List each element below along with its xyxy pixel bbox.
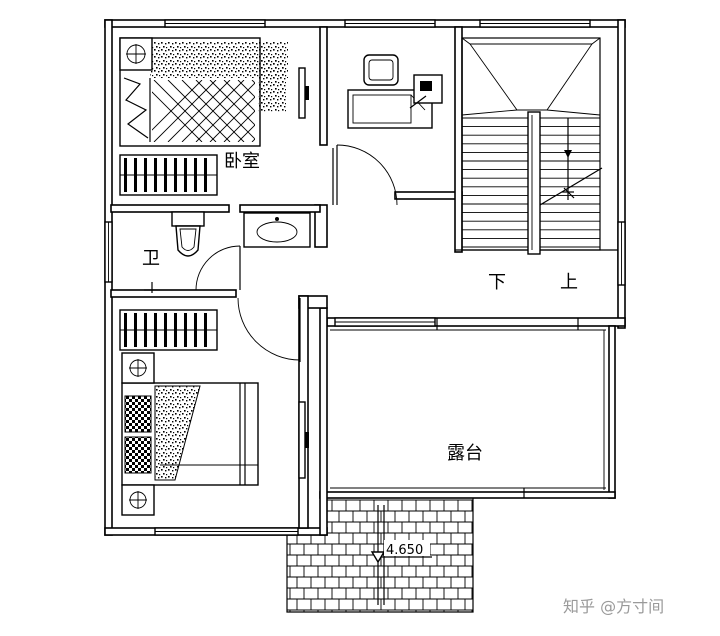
- wardrobe-hanger: [154, 158, 157, 192]
- window-bathroom-left: [104, 221, 113, 283]
- elevation-label-bg: [384, 540, 430, 556]
- wardrobe-hanger: [144, 313, 147, 347]
- wardrobe-hanger: [124, 313, 127, 347]
- room-label-terrace: 露台: [447, 443, 483, 464]
- bed-pillow: [124, 395, 152, 433]
- bedroom2-door: [237, 297, 301, 362]
- stair-treads: [462, 117, 600, 248]
- hall-wall: [314, 204, 328, 248]
- stair-landing-edge: [461, 37, 471, 45]
- window-stair-top: [479, 19, 591, 28]
- bathroom-door: [195, 245, 241, 291]
- computer-icon: [409, 74, 443, 109]
- stair-direction-arrow: [562, 118, 575, 200]
- bed-hatch-line: [195, 80, 255, 140]
- bed-pillow: [124, 436, 152, 474]
- elevation-marker: 4.650: [370, 540, 432, 564]
- terrace-wall-bottom: [319, 491, 616, 499]
- elevation-value: 4.650: [386, 543, 423, 558]
- stair-landing-edge: [546, 109, 601, 116]
- bed-blanket-edge: [258, 60, 286, 112]
- wardrobe-hanger: [174, 313, 177, 347]
- terrace: 露台: [330, 318, 606, 498]
- bed-blanket-hatch: [152, 80, 255, 142]
- study-wall-bottom: [394, 191, 463, 200]
- bed-hatch-line: [223, 80, 255, 112]
- wardrobe-hanger: [174, 158, 177, 192]
- terrace-sliding-door: [334, 317, 436, 327]
- wardrobe-hanger: [194, 313, 197, 347]
- tv-unit: [298, 67, 309, 119]
- wardrobe-hanger: [164, 313, 167, 347]
- windows: [104, 19, 626, 536]
- bedroom-upper: 卧室: [119, 37, 309, 196]
- bed-hatch-line: [153, 80, 217, 142]
- nightstand-lamp-icon: [121, 484, 155, 516]
- wardrobe-hanger: [154, 313, 157, 347]
- wardrobe: [119, 154, 218, 196]
- bed-hatch-line: [237, 80, 255, 98]
- wardrobe: [119, 309, 218, 351]
- stair-landing-edge: [591, 37, 601, 45]
- stair-label-down: 下: [488, 272, 506, 293]
- stair-wall-left: [454, 26, 463, 253]
- wardrobe-hanger: [134, 158, 137, 192]
- window-bedroom-top: [164, 19, 266, 28]
- study-room: [347, 54, 443, 129]
- bed-hatch-line: [167, 80, 231, 142]
- study-door: [332, 144, 398, 206]
- sink-icon: [243, 212, 311, 248]
- wardrobe-hanger: [164, 158, 167, 192]
- wardrobe-hanger: [184, 158, 187, 192]
- bed-blanket-fold: [154, 385, 201, 481]
- chair: [363, 54, 399, 86]
- terrace-wall-right: [608, 325, 616, 499]
- window-study-top: [344, 19, 436, 28]
- nightstand-lamp-icon: [121, 352, 155, 384]
- wardrobe-hanger: [204, 158, 207, 192]
- bathroom-wall-top: [239, 204, 321, 213]
- bed-hatch-line: [223, 110, 255, 142]
- bed-pillow: [123, 77, 149, 139]
- bed-hatch-line: [181, 80, 245, 142]
- watermark: 知乎 @方寸间: [563, 597, 664, 616]
- bathroom: 卫: [142, 211, 311, 293]
- window-bedroom2-bottom: [154, 527, 299, 536]
- tv-unit: [298, 401, 309, 479]
- toilet-icon: [171, 211, 205, 257]
- bed-hatch-line: [152, 91, 203, 142]
- room-label-bathroom: 卫: [142, 248, 160, 269]
- doors: [195, 144, 398, 362]
- stair-landing-edge: [461, 109, 518, 116]
- wardrobe-hanger: [204, 313, 207, 347]
- nightstand-lamp-icon: [119, 37, 153, 71]
- terrace-wall-left: [319, 307, 328, 536]
- staircase: 下 上: [461, 37, 603, 293]
- wall-right: [617, 19, 626, 329]
- wardrobe-hanger: [184, 313, 187, 347]
- bathroom-wall-top: [110, 204, 230, 213]
- elevation-triangle-icon: [370, 551, 386, 564]
- bed-hatch-line: [237, 124, 255, 142]
- stair-handrail: [527, 111, 541, 255]
- bedroom-lower: [119, 309, 309, 516]
- room-label-bedroom: 卧室: [224, 151, 260, 172]
- window-stair-right: [617, 221, 626, 286]
- wardrobe-hanger: [134, 313, 137, 347]
- wardrobe-hanger: [144, 158, 147, 192]
- stair-break-line: [539, 167, 603, 206]
- bedroom-wall-right: [319, 26, 328, 146]
- stair-label-up: 上: [560, 272, 578, 293]
- wardrobe-hanger: [194, 158, 197, 192]
- wardrobe-hanger: [124, 158, 127, 192]
- floor-drain-icon: [144, 282, 160, 293]
- bed-hatch-line: [209, 80, 255, 126]
- bathroom-wall-bottom: [110, 289, 237, 298]
